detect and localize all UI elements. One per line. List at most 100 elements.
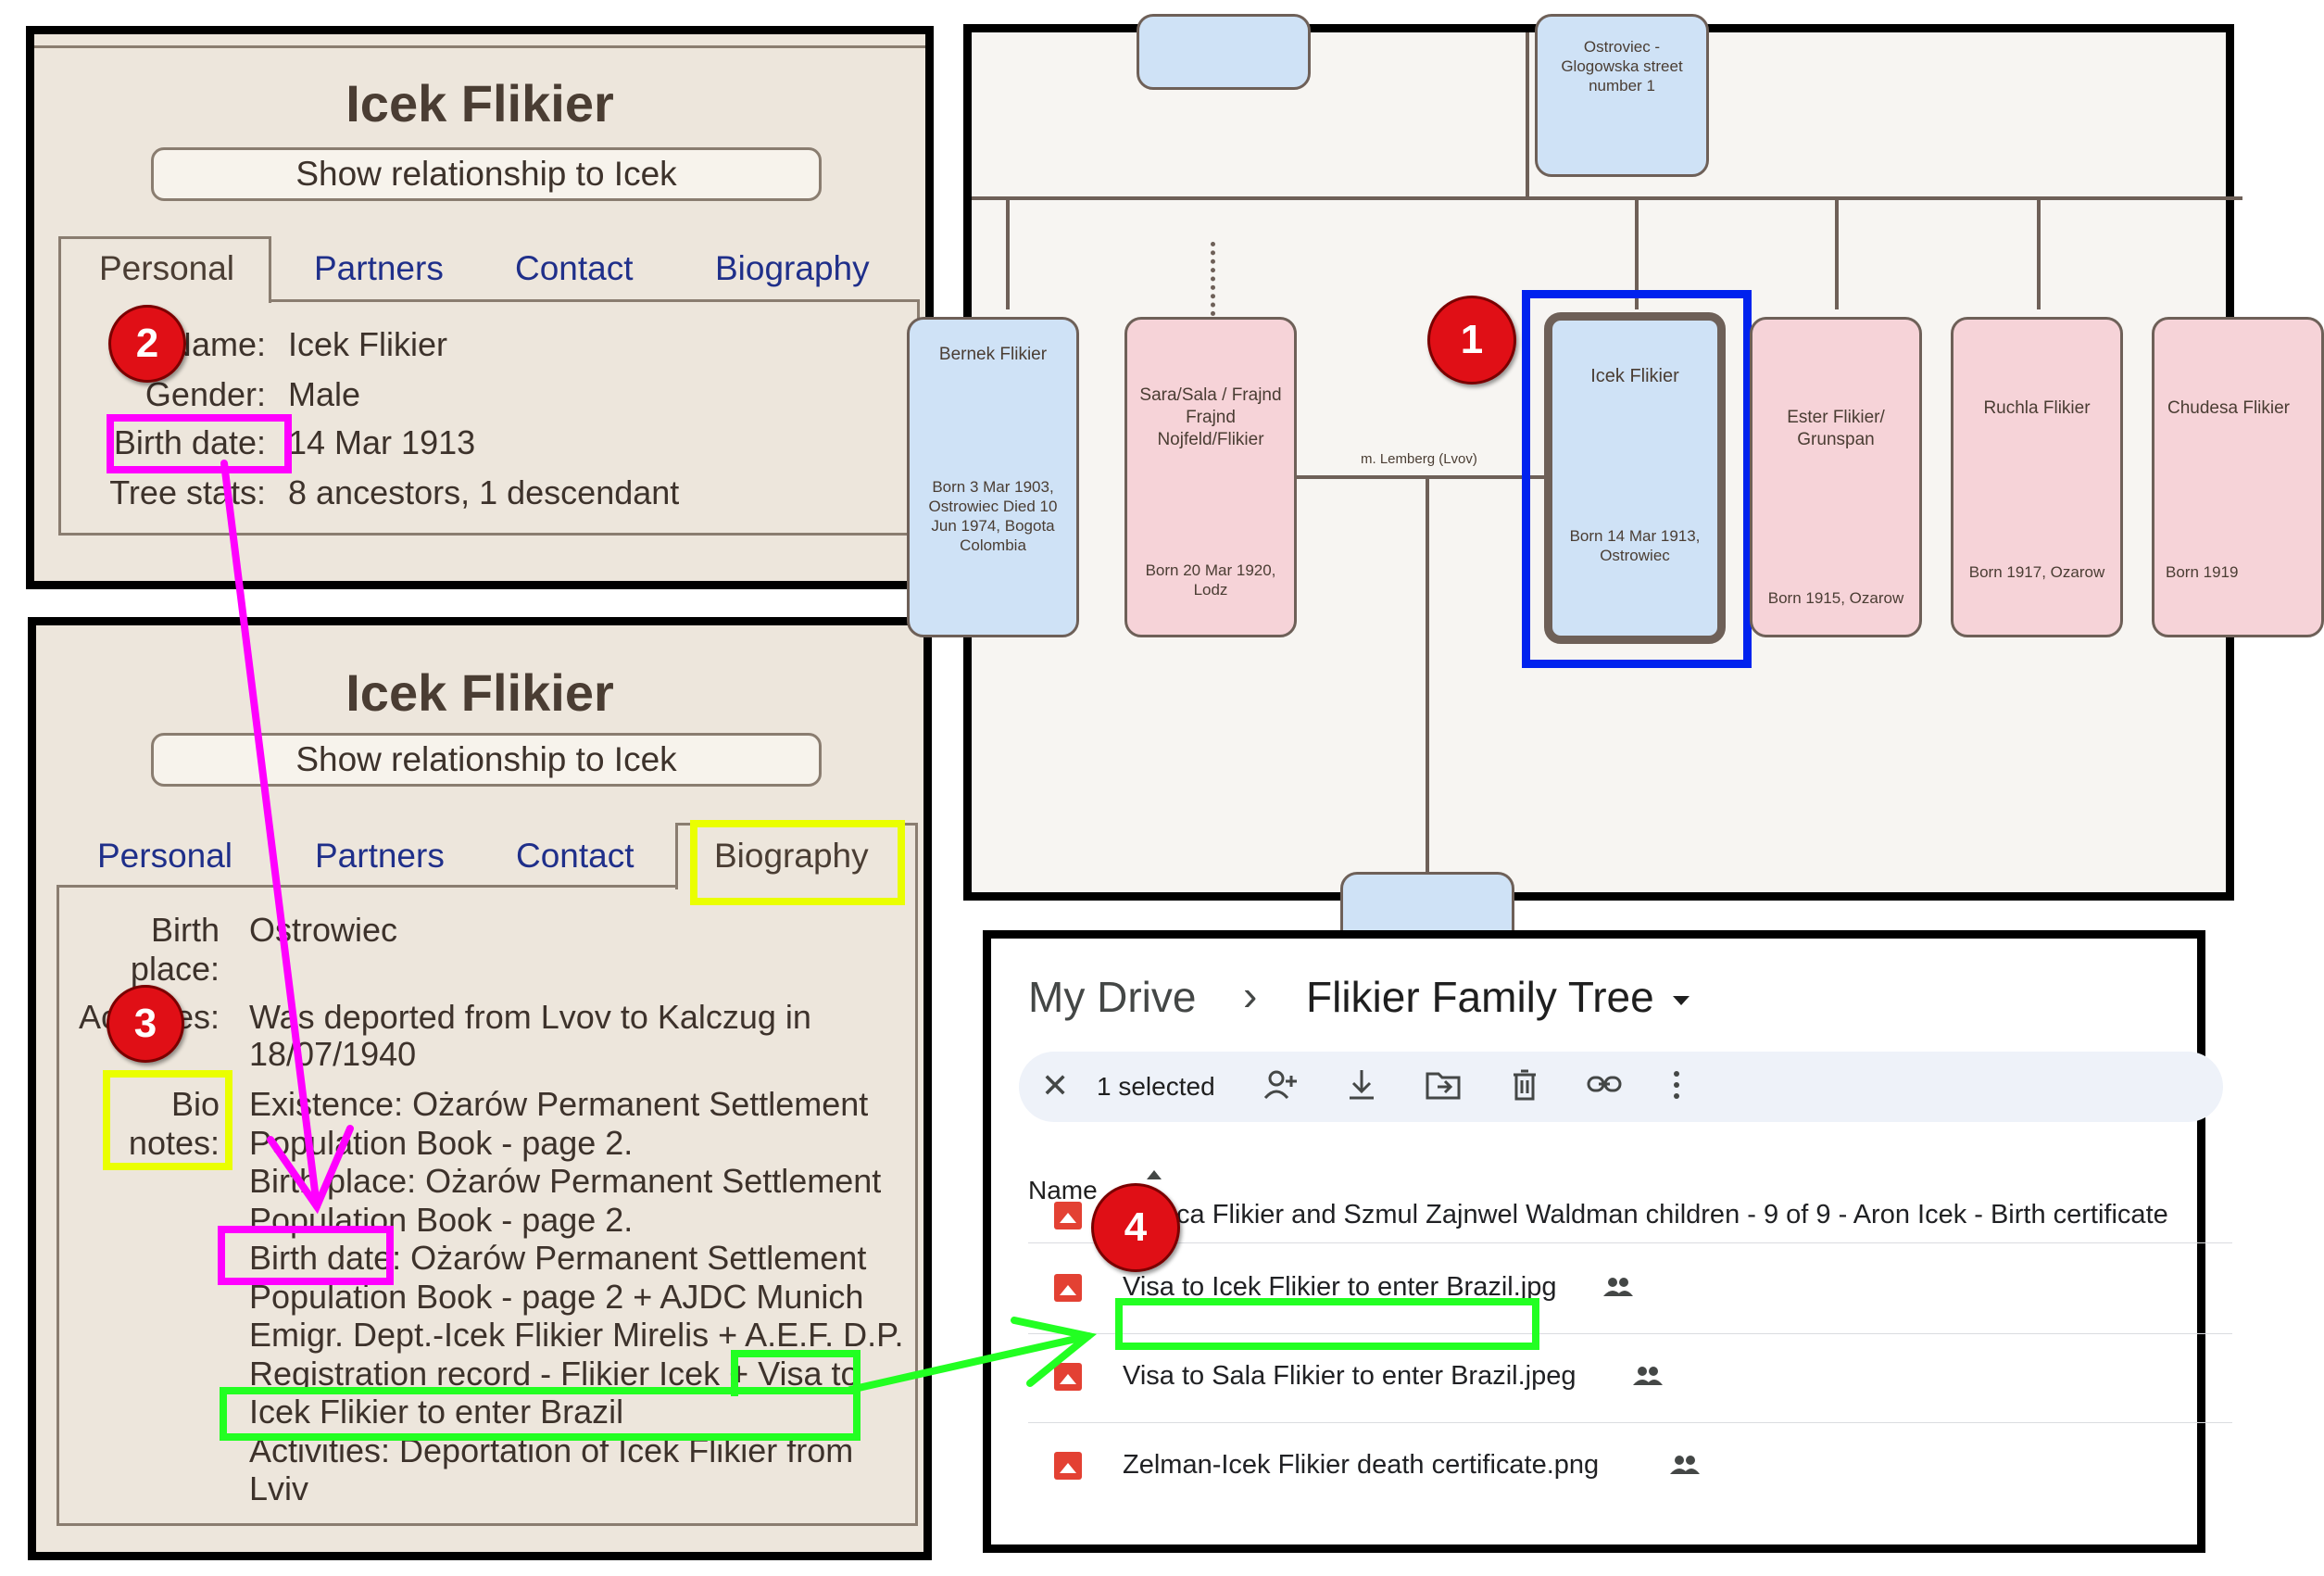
file-row[interactable]: Visa to Icek Flikier to enter Brazil.jpg [1028,1244,2232,1334]
tree-node-sibling[interactable]: Chudesa Flikier Born 1919 [2152,317,2324,637]
dotted-connector [1211,242,1215,316]
step-badge-4: 4 [1091,1183,1180,1272]
image-file-icon [1054,1363,1082,1391]
bio-line: Registration record - Flikier Icek + Vis… [249,1354,860,1393]
tab-biography[interactable]: Biography [715,249,870,287]
tree-node-sibling[interactable]: Ruchla Flikier Born 1917, Ozarow [1951,317,2123,637]
person-name: Icek Flikier [345,663,614,722]
bio-line: Icek Flikier to enter Brazil [249,1393,624,1431]
bio-notes-label-2: notes: [128,1124,220,1162]
active-tab-outline [675,823,918,889]
gender-label: Gender: [144,375,266,413]
bio-line: Birth date: Ożarów Permanent Settlement [249,1239,867,1277]
marriage-connector [1296,475,1589,479]
file-name: Zelman-Icek Flikier death certificate.pn… [1123,1450,1600,1480]
file-row[interactable]: Blanca Flikier and Szmul Zajnwel Waldman… [1028,1200,2232,1243]
bio-line: Existence: Ożarów Permanent Settlement [249,1085,869,1123]
bio-line: Birth place: Ożarów Permanent Settlement [249,1162,882,1200]
tab-biography[interactable]: Biography [714,837,869,875]
breadcrumb-my-drive[interactable]: My Drive [1028,973,1197,1021]
shared-people-icon [1602,1276,1634,1303]
drop-line [1835,200,1839,309]
tab-partners[interactable]: Partners [314,249,444,287]
child-connector [1426,479,1429,896]
marriage-label: m. Lemberg (Lvov) [1361,451,1477,467]
visa-file-highlight [1115,1298,1539,1350]
bio-notes-text: Existence: Ożarów Permanent Settlement P… [249,1085,904,1508]
breadcrumb-folder[interactable]: Flikier Family Tree [1306,973,1654,1021]
step-badge-1: 1 [1427,296,1516,385]
move-to-folder-icon[interactable] [1425,1068,1462,1109]
step-badge-3: 3 [107,985,184,1063]
file-list: Blanca Flikier and Szmul Zajnwel Waldman… [991,1200,2232,1554]
show-relationship-button[interactable]: Show relationship to Icek [151,147,822,201]
tree-node-sibling[interactable]: Ester Flikier/ Grunspan Born 1915, Ozaro… [1750,317,1922,637]
birth-place-value: Ostrowiec [249,911,398,949]
file-row[interactable]: Zelman-Icek Flikier death certificate.pn… [1028,1422,2232,1511]
image-file-icon [1054,1452,1082,1480]
activities-value: Was deported from Lvov to Kalczug in [249,998,811,1036]
birth-date-label: Birth date: [113,423,266,461]
sort-arrow-icon[interactable] [1147,1170,1162,1179]
file-row[interactable]: Visa to Sala Flikier to enter Brazil.jpe… [1028,1333,2232,1423]
birth-place-label: Birth [150,911,220,949]
trash-icon[interactable] [1510,1066,1539,1111]
shared-people-icon [1632,1365,1664,1392]
profile-card-personal: Icek Flikier Show relationship to Icek P… [26,26,934,589]
profile-card-biography: Icek Flikier Show relationship to Icek P… [28,617,932,1560]
tree-node-spouse[interactable]: Sara/Sala / Frajnd Frajnd Nojfeld/Flikie… [1124,317,1297,637]
drop-line [2037,200,2041,309]
share-icon[interactable] [1262,1066,1299,1111]
bio-line: Population Book - page 2. [249,1123,634,1162]
tree-stats-value: 8 ancestors, 1 descendant [288,473,680,511]
link-icon[interactable] [1586,1070,1623,1107]
bio-notes-label: Bio [170,1085,220,1123]
tab-contact[interactable]: Contact [516,837,634,875]
name-value: Icek Flikier [288,325,448,363]
person-name: Icek Flikier [345,74,614,132]
active-tab-outline [58,236,271,303]
drop-line [1006,200,1010,309]
visa-note-highlight-b [220,1387,861,1441]
tree-node-selected[interactable]: Icek Flikier Born 14 Mar 1913, Ostrowiec [1544,312,1726,644]
bio-line: Lviv [249,1469,309,1507]
tab-content-box [57,885,918,1526]
name-column-header[interactable]: Name [1028,1176,1098,1204]
selection-count: 1 selected [1097,1072,1215,1101]
close-icon[interactable]: ✕ [1041,1066,1070,1104]
parent-connector [1526,32,1529,200]
more-vert-icon[interactable] [1671,1066,1682,1111]
drop-line [1635,200,1639,309]
card-top-rule [34,45,925,48]
birth-date-note-highlight [218,1226,394,1285]
caret-down-icon[interactable] [1673,996,1690,1005]
tab-personal[interactable]: Personal [97,837,233,875]
tree-node-top-left[interactable] [1137,14,1311,90]
birth-place-label-2: place: [130,950,220,988]
chevron-right-icon: › [1243,971,1258,1019]
tree-node-sibling[interactable]: Bernek Flikier Born 3 Mar 1903, Ostrowie… [907,317,1079,637]
family-tree-view[interactable]: Ostroviec - Glogowska street number 1 Be… [907,14,2324,948]
gender-value: Male [288,375,361,413]
tree-stats-label: Tree stats: [109,473,266,511]
tree-node-parent[interactable]: Ostroviec - Glogowska street number 1 [1535,14,1709,177]
biography-tab-highlight [690,820,905,905]
birth-date-highlight [107,414,292,473]
activities-value-2: 18/07/1940 [249,1035,417,1073]
shared-people-icon [1669,1454,1701,1481]
drive-file-browser: My Drive › Flikier Family Tree ✕ 1 selec… [983,930,2232,1553]
birth-date-value: 14 Mar 1913 [288,423,476,461]
image-file-icon [1054,1274,1082,1302]
sibling-connector [972,196,2242,200]
tab-personal[interactable]: Personal [99,249,235,287]
download-icon[interactable] [1345,1066,1378,1111]
file-name: Visa to Icek Flikier to enter Brazil.jpg [1123,1272,1557,1302]
file-name: Visa to Sala Flikier to enter Brazil.jpe… [1123,1361,1577,1391]
step-badge-2: 2 [108,305,186,383]
tab-partners[interactable]: Partners [315,837,445,875]
selection-toolbar: ✕ 1 selected [1019,1052,2223,1122]
bio-line: Emigr. Dept.-Icek Flikier Mirelis + A.E.… [249,1316,904,1354]
tab-contact[interactable]: Contact [515,249,634,287]
image-file-icon [1054,1202,1082,1229]
show-relationship-button[interactable]: Show relationship to Icek [151,733,822,787]
